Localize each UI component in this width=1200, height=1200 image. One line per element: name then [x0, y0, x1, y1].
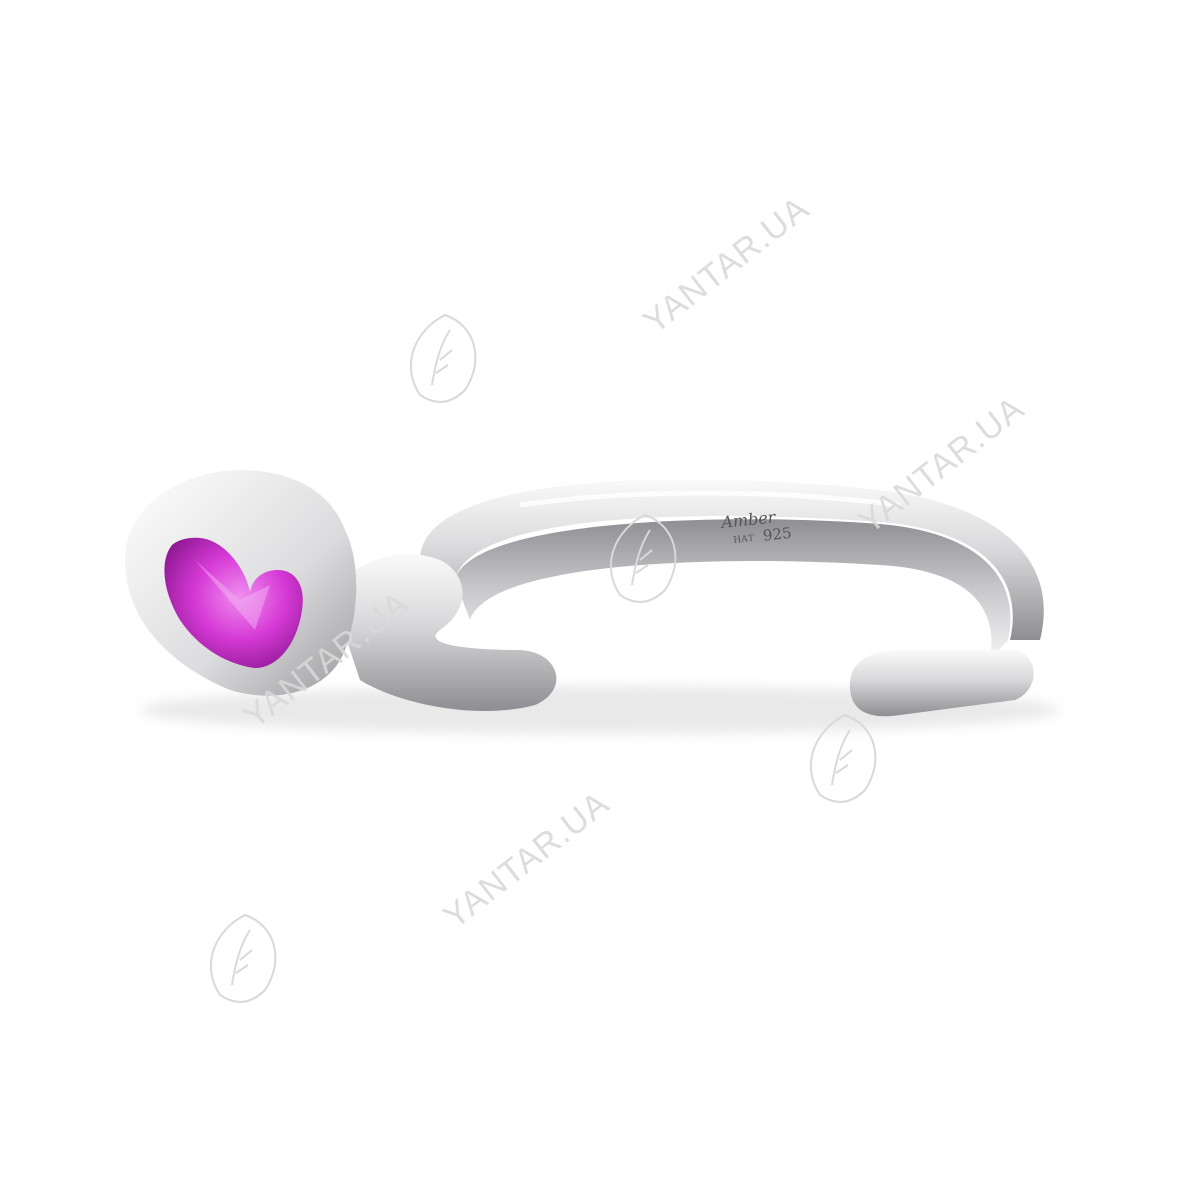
ring-shadow	[140, 686, 1060, 734]
heart-stone-facet	[195, 560, 270, 630]
yantar-leaf-logo-icon	[610, 513, 677, 603]
hallmark-assay-mark: НАТ	[733, 534, 755, 546]
ring-shank-left	[330, 554, 557, 711]
yantar-leaf-logo-icon	[810, 713, 877, 803]
hallmark-purity: 925	[762, 524, 792, 545]
hallmark: Amber НАТ 925	[718, 507, 792, 546]
heart-stone	[164, 537, 303, 668]
ring-end-right	[849, 650, 1034, 717]
ring-band-inner	[455, 519, 1011, 660]
yantar-leaf-logo-icon	[410, 313, 477, 403]
ring-band-back	[420, 479, 1044, 640]
yantar-leaf-logo-icon	[210, 913, 277, 1003]
band-highlight	[519, 490, 901, 508]
